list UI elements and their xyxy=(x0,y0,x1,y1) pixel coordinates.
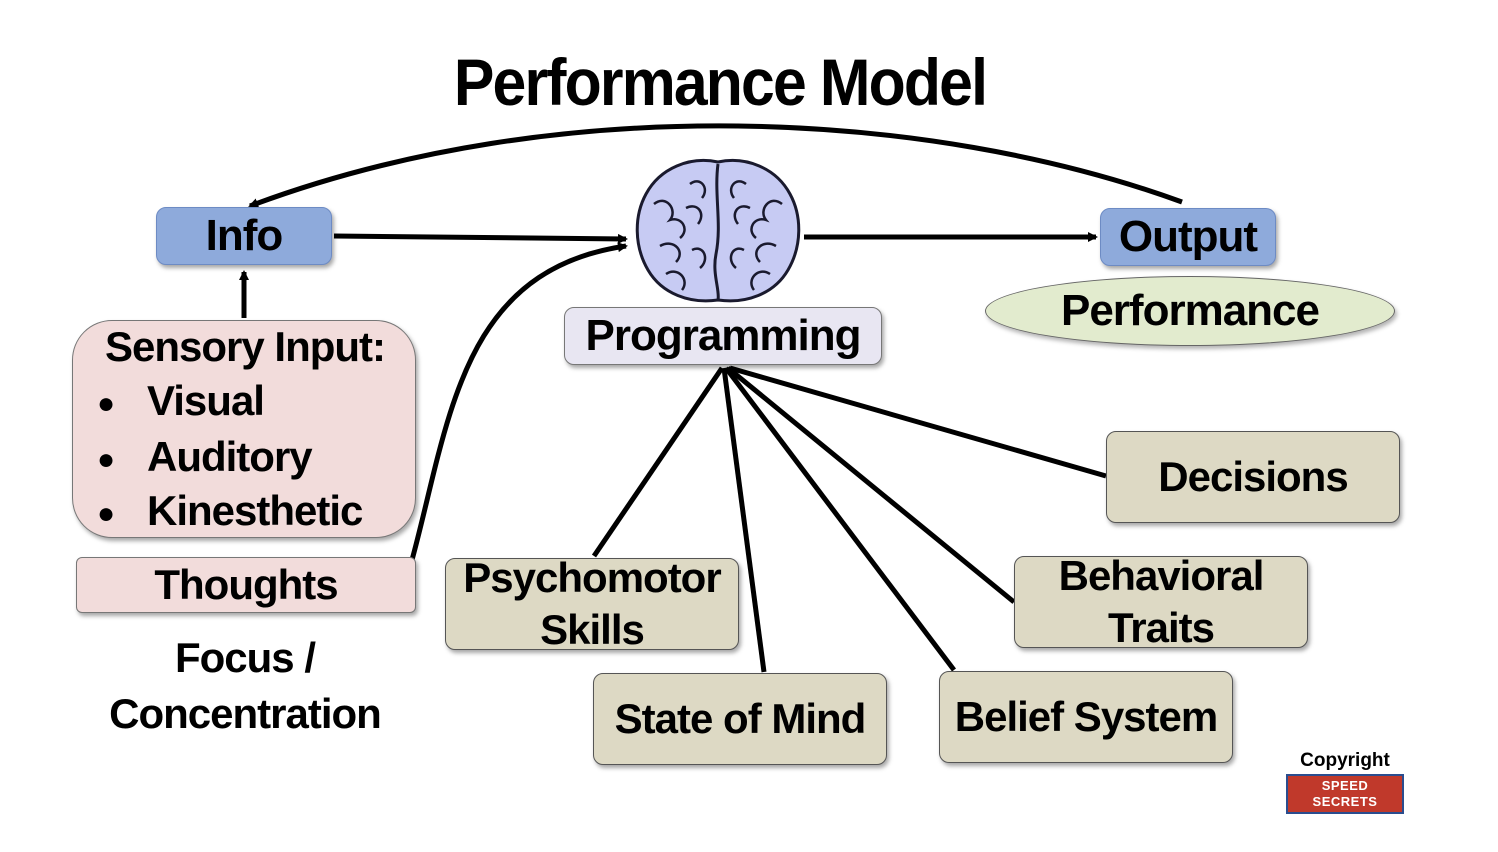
bullet-icon: ● xyxy=(97,442,115,476)
focus-line-1: Focus / xyxy=(174,634,316,681)
sensory-item-visual: ● Visual xyxy=(97,377,265,425)
decisions-label: Decisions xyxy=(1158,452,1348,500)
behavioral-traits-line-2: Traits xyxy=(1107,604,1215,651)
line-to-psychomotor xyxy=(591,366,725,558)
line-to-belief-system xyxy=(724,366,956,672)
programming-label: Programming xyxy=(585,311,861,360)
thoughts-label: Thoughts xyxy=(154,561,338,608)
psychomotor-skills-line-1: Psychomotor xyxy=(463,554,721,601)
programming-box: Programming xyxy=(564,307,882,365)
page-title: Performance Model xyxy=(453,45,988,119)
sensory-item-label: Visual xyxy=(147,377,265,424)
thoughts-box: Thoughts xyxy=(76,557,416,613)
bullet-icon: ● xyxy=(97,496,115,530)
behavioral-traits-line-1: Behavioral xyxy=(1058,552,1265,599)
sensory-input-heading: Sensory Input: xyxy=(104,323,386,370)
state-of-mind-box: State of Mind xyxy=(593,673,887,765)
output-label: Output xyxy=(1118,212,1258,261)
performance-label: Performance xyxy=(1060,286,1320,335)
info-box: Info xyxy=(156,207,332,265)
sensory-item-auditory: ● Auditory xyxy=(97,433,313,481)
output-box: Output xyxy=(1100,208,1276,266)
line-to-behavioral-traits xyxy=(726,366,1016,604)
sensory-item-kinesthetic: ● Kinesthetic xyxy=(97,487,363,535)
psychomotor-skills-line-2: Skills xyxy=(540,606,645,653)
belief-system-label: Belief System xyxy=(954,692,1218,740)
sensory-item-label: Kinesthetic xyxy=(147,487,363,534)
decisions-box: Decisions xyxy=(1106,431,1400,523)
psychomotor-skills-box: Psychomotor Skills xyxy=(445,554,739,653)
speed-secrets-logo: SPEED SECRETS xyxy=(1286,774,1404,814)
copyright-block: Copyright SPEED SECRETS xyxy=(1286,750,1404,814)
focus-concentration-label: Focus / Concentration xyxy=(80,630,410,742)
bullet-icon: ● xyxy=(97,386,115,420)
info-to-brain-arrow xyxy=(333,233,628,244)
info-label: Info xyxy=(205,211,284,260)
sensory-input-box: Sensory Input: ● Visual ● Auditory ● Kinest… xyxy=(72,320,416,538)
line-to-decisions xyxy=(729,365,1107,479)
focus-line-2: Concentration xyxy=(109,690,382,737)
behavioral-traits-box: Behavioral Traits xyxy=(1014,552,1308,651)
state-of-mind-label: State of Mind xyxy=(614,694,867,742)
performance-ellipse: Performance xyxy=(985,276,1395,346)
belief-system-box: Belief System xyxy=(939,671,1233,763)
copyright-label: Copyright xyxy=(1300,750,1390,771)
sensory-item-label: Auditory xyxy=(147,433,313,480)
thoughts-to-brain-arrow xyxy=(409,242,628,561)
brain-icon xyxy=(635,159,801,303)
